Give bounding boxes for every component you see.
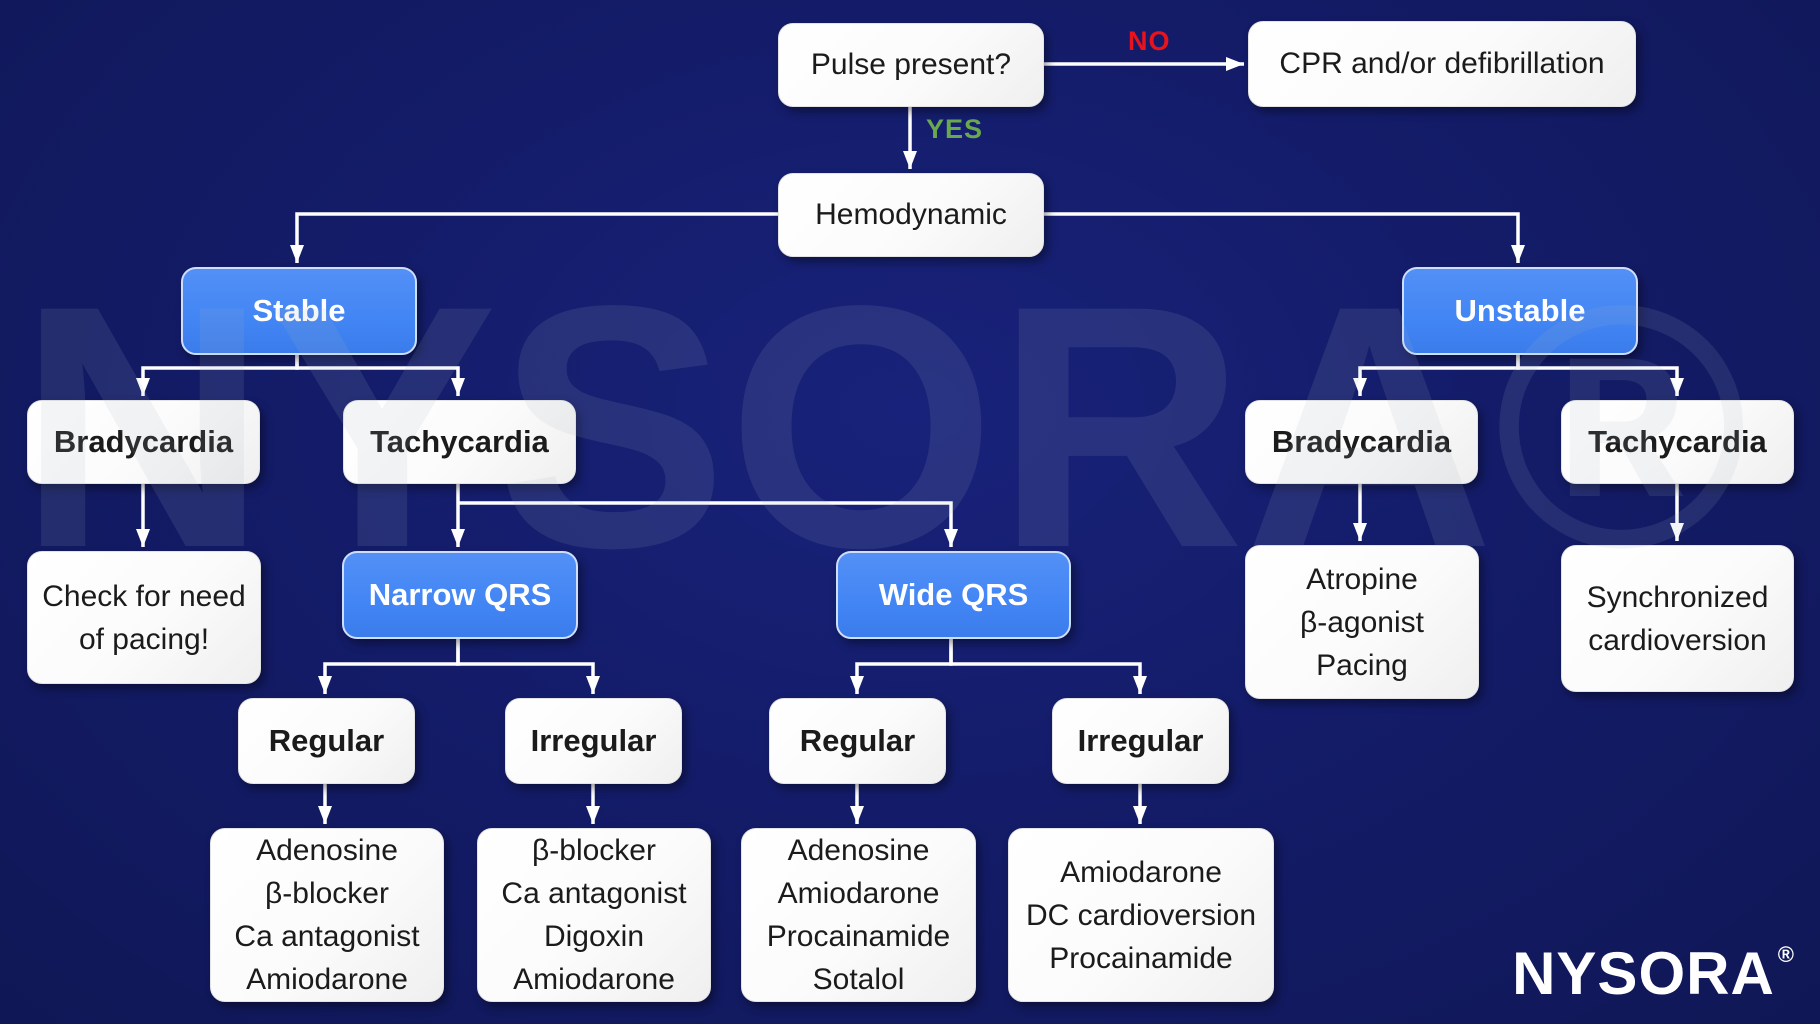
nysora-logo: NYSORA ® bbox=[1512, 944, 1794, 1004]
node-wide-irregular-drugs: Amiodarone DC cardioversion Procainamide bbox=[1008, 828, 1274, 1002]
drug-line: Ca antagonist bbox=[501, 877, 687, 910]
node-stable-tachycardia: Tachycardia bbox=[343, 400, 576, 484]
node-wide-regular-drugs: Adenosine Amiodarone Procainamide Sotalo… bbox=[741, 828, 976, 1002]
connector-hemodynamic-to-unstable bbox=[1042, 212, 1525, 263]
node-stable-bradycardia: Bradycardia bbox=[27, 400, 260, 484]
node-narrow-irregular: Irregular bbox=[505, 698, 682, 784]
drug-line: DC cardioversion bbox=[1025, 898, 1257, 932]
node-wide-irregular: Irregular bbox=[1052, 698, 1229, 784]
nysora-logo-text: NYSORA bbox=[1512, 940, 1775, 1007]
treatment-line: Atropine bbox=[1306, 562, 1418, 596]
node-atropine-pacing: Atropine β-agonist Pacing bbox=[1245, 545, 1479, 699]
node-narrow-irregular-drugs: β-blocker Ca antagonist Digoxin Amiodaro… bbox=[477, 828, 711, 1002]
drug-line: Sotalol bbox=[812, 963, 905, 996]
node-narrow-qrs: Narrow QRS bbox=[342, 551, 578, 639]
connector-stable-to-bradycardia bbox=[136, 351, 299, 396]
drug-line: Amiodarone bbox=[513, 963, 675, 996]
node-wide-regular: Regular bbox=[769, 698, 946, 784]
node-unstable-tachycardia: Tachycardia bbox=[1561, 400, 1794, 484]
drug-line: β-blocker bbox=[532, 834, 656, 867]
treatment-line: Pacing bbox=[1316, 648, 1408, 682]
drug-line: Amiodarone bbox=[1060, 855, 1222, 889]
connector-tachycardia-to-wide-qrs bbox=[458, 501, 958, 547]
node-narrow-regular-drugs: Adenosine β-blocker Ca antagonist Amioda… bbox=[210, 828, 444, 1002]
connector-wide-to-irregular bbox=[949, 635, 1147, 694]
connector-wide-to-regular bbox=[850, 635, 953, 694]
node-narrow-regular: Regular bbox=[238, 698, 415, 784]
node-synchronized-cardioversion: Synchronized cardioversion bbox=[1561, 545, 1794, 692]
check-pacing-line-2: of pacing! bbox=[78, 622, 210, 656]
node-check-pacing: Check for need of pacing! bbox=[27, 551, 261, 684]
node-stable: Stable bbox=[181, 267, 417, 355]
node-hemodynamic: Hemodynamic bbox=[778, 173, 1044, 257]
node-wide-qrs: Wide QRS bbox=[836, 551, 1071, 639]
treatment-line: β-agonist bbox=[1300, 605, 1424, 639]
edge-label-yes: YES bbox=[926, 114, 984, 144]
edge-label-no: NO bbox=[1128, 26, 1171, 56]
drug-line: Procainamide bbox=[766, 920, 951, 953]
node-cpr-defibrillation: CPR and/or defibrillation bbox=[1248, 21, 1636, 107]
connector-unstable-to-tachycardia bbox=[1516, 351, 1684, 396]
connector-unstable-to-bradycardia bbox=[1353, 351, 1520, 396]
drug-line: Digoxin bbox=[543, 920, 645, 953]
connector-narrow-to-regular bbox=[318, 635, 460, 694]
node-unstable: Unstable bbox=[1402, 267, 1638, 355]
drug-line: β-blocker bbox=[265, 877, 389, 910]
drug-line: Adenosine bbox=[787, 834, 930, 867]
treatment-line: Synchronized bbox=[1586, 580, 1769, 614]
connector-narrow-to-irregular bbox=[456, 635, 600, 694]
node-unstable-bradycardia: Bradycardia bbox=[1245, 400, 1478, 484]
drug-line: Ca antagonist bbox=[234, 920, 420, 953]
drug-line: Amiodarone bbox=[246, 963, 408, 996]
connector-stable-to-tachycardia bbox=[295, 351, 465, 396]
node-pulse-present: Pulse present? bbox=[778, 23, 1044, 107]
drug-line: Procainamide bbox=[1049, 941, 1233, 975]
check-pacing-line-1: Check for need bbox=[42, 579, 246, 613]
connector-hemodynamic-to-stable bbox=[290, 212, 778, 263]
registered-mark-icon: ® bbox=[1777, 942, 1794, 967]
drug-line: Adenosine bbox=[256, 834, 398, 867]
drug-line: Amiodarone bbox=[777, 877, 940, 910]
treatment-line: cardioversion bbox=[1588, 623, 1767, 657]
